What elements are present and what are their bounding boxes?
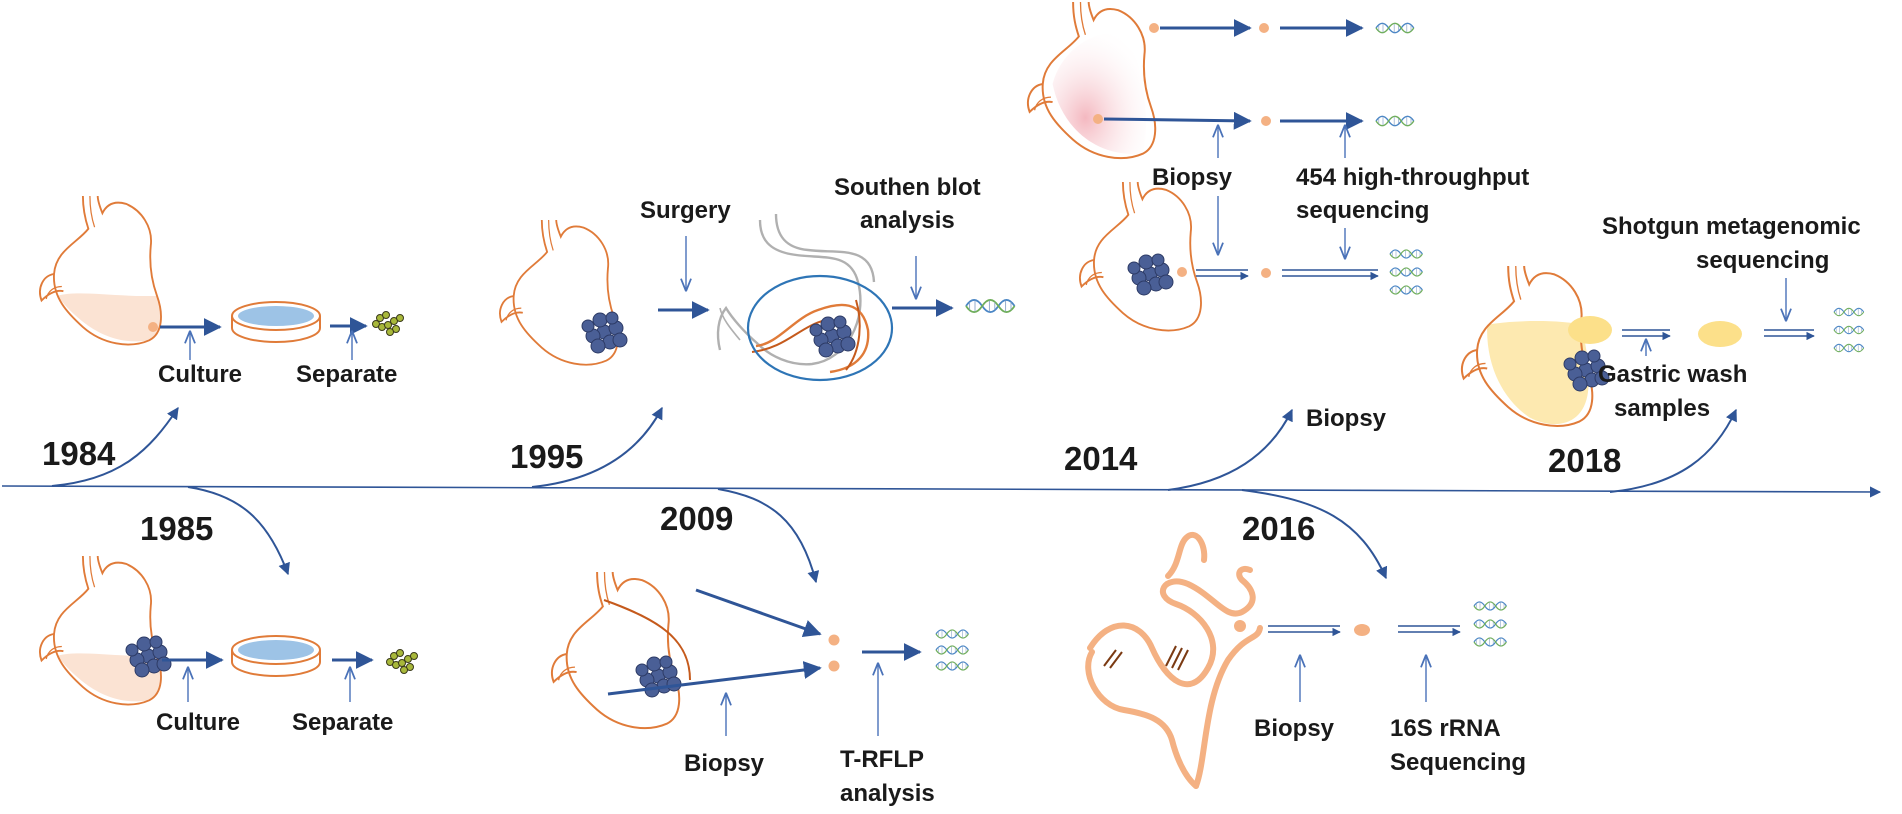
sample-dot: [828, 634, 840, 646]
dna-icon: [935, 661, 970, 671]
label-southern-line2: analysis: [860, 207, 955, 234]
bacteria-icon: [372, 311, 404, 336]
sample-dot: [1261, 268, 1271, 278]
intestine-illustration: [1085, 531, 1263, 789]
dna-icon: [1473, 601, 1508, 611]
label-culture: Culture: [158, 361, 242, 388]
label-gastric-wash-line1: Gastric wash: [1598, 361, 1747, 388]
event-2018: Shotgun metagenomic sequencing Gastric w…: [1460, 213, 1865, 427]
dna-icon: [1473, 637, 1508, 647]
process-arrow: [1103, 111, 1252, 130]
dna-icon: [1375, 22, 1415, 34]
dna-icon: [1389, 249, 1424, 259]
connector-curves: [51, 406, 1737, 584]
wash-sample-blob: [1568, 316, 1612, 344]
label-surgery: Surgery: [640, 197, 731, 224]
connector-1984: [51, 407, 179, 487]
dna-icon: [1375, 115, 1415, 127]
year-2014: 2014: [1064, 440, 1138, 477]
double-arrow: [1398, 625, 1461, 637]
dna-icon: [1833, 343, 1865, 353]
label-shotgun-line1: Shotgun metagenomic: [1602, 213, 1861, 240]
year-1984: 1984: [42, 435, 116, 472]
label-biopsy: Biopsy: [1254, 715, 1335, 742]
dna-icon: [1389, 267, 1424, 277]
label-biopsy: Biopsy: [684, 750, 765, 777]
year-labels: 1984 1985 1995 2009 2014 2016 2018: [42, 435, 1621, 547]
event-1984: Culture Separate: [39, 195, 404, 388]
sample-dot: [1177, 267, 1187, 277]
sample-dot: [148, 322, 158, 332]
label-biopsy-lower: Biopsy: [1306, 405, 1387, 432]
event-2009: Biopsy T-RFLP analysis: [551, 571, 970, 807]
tumor-icon: [1127, 253, 1174, 296]
double-arrow: [1282, 269, 1379, 281]
label-16s-line2: Sequencing: [1390, 749, 1526, 776]
sample-dot: [1149, 23, 1159, 33]
dna-icon: [1833, 307, 1865, 317]
label-southern-line1: Southen blot: [834, 174, 981, 201]
label-shotgun-line2: sequencing: [1696, 247, 1829, 274]
event-2016: Biopsy 16S rRNA Sequencing: [1085, 531, 1526, 789]
label-454-line1: 454 high-throughput: [1296, 164, 1529, 191]
year-2009: 2009: [660, 500, 733, 537]
double-arrow: [1764, 329, 1815, 341]
label-16s-line1: 16S rRNA: [1390, 715, 1501, 742]
cut-marks: [1103, 645, 1189, 671]
label-trflp-line2: analysis: [840, 780, 935, 807]
sample-dot: [1354, 624, 1370, 636]
connector-2014: [1167, 408, 1293, 491]
dna-icon: [1389, 285, 1424, 295]
stomach-illustration: [1460, 264, 1594, 427]
petri-dish-icon: [231, 301, 321, 343]
wash-sample-blob: [1698, 321, 1742, 347]
stomach-illustration-healthy: [1027, 1, 1157, 160]
label-trflp-line1: T-RFLP: [840, 746, 924, 773]
stomach-illustration: [39, 555, 162, 706]
event-2014: Biopsy 454 high-throughput sequencing Bi…: [1027, 1, 1529, 432]
label-separate: Separate: [292, 709, 393, 736]
double-arrow: [1622, 329, 1671, 341]
double-arrow: [1268, 625, 1341, 637]
sample-arrow: [607, 661, 822, 696]
connector-1995: [531, 406, 663, 488]
tumor-icon: [581, 311, 628, 354]
sample-arrow: [695, 588, 822, 638]
label-culture: Culture: [156, 709, 240, 736]
label-biopsy: Biopsy: [1152, 164, 1233, 191]
dna-icon: [935, 645, 970, 655]
connector-2009: [717, 488, 820, 584]
dna-icon: [965, 299, 1016, 313]
dna-icon: [935, 629, 970, 639]
event-1995: Surgery Southen blot analysis: [499, 174, 1016, 382]
connector-2018: [1609, 408, 1737, 493]
year-1985: 1985: [140, 510, 213, 547]
label-454-line2: sequencing: [1296, 197, 1429, 224]
label-separate: Separate: [296, 361, 397, 388]
year-1995: 1995: [510, 438, 583, 475]
connector-1985: [187, 486, 290, 576]
sample-dot: [828, 660, 840, 672]
petri-dish-icon: [231, 635, 321, 677]
year-2018: 2018: [1548, 442, 1621, 479]
timeline-axis: [1, 485, 1882, 498]
stomach-illustration: [551, 571, 681, 730]
stomach-illustration-tumor: [1079, 181, 1202, 332]
bacteria-icon: [386, 649, 418, 674]
surgery-resection-illustration: [716, 213, 894, 382]
label-gastric-wash-line2: samples: [1614, 395, 1710, 422]
sample-dot: [1093, 114, 1103, 124]
stomach-illustration: [39, 195, 162, 346]
year-2016: 2016: [1242, 510, 1315, 547]
sample-dot: [1259, 23, 1269, 33]
dna-icon: [1833, 325, 1865, 335]
sample-dot: [1261, 116, 1271, 126]
double-arrow: [1196, 269, 1249, 281]
dna-icon: [1473, 619, 1508, 629]
connector-2016: [1241, 489, 1388, 580]
event-1985: Culture Separate: [39, 555, 418, 736]
lesion-outline: [603, 599, 691, 681]
